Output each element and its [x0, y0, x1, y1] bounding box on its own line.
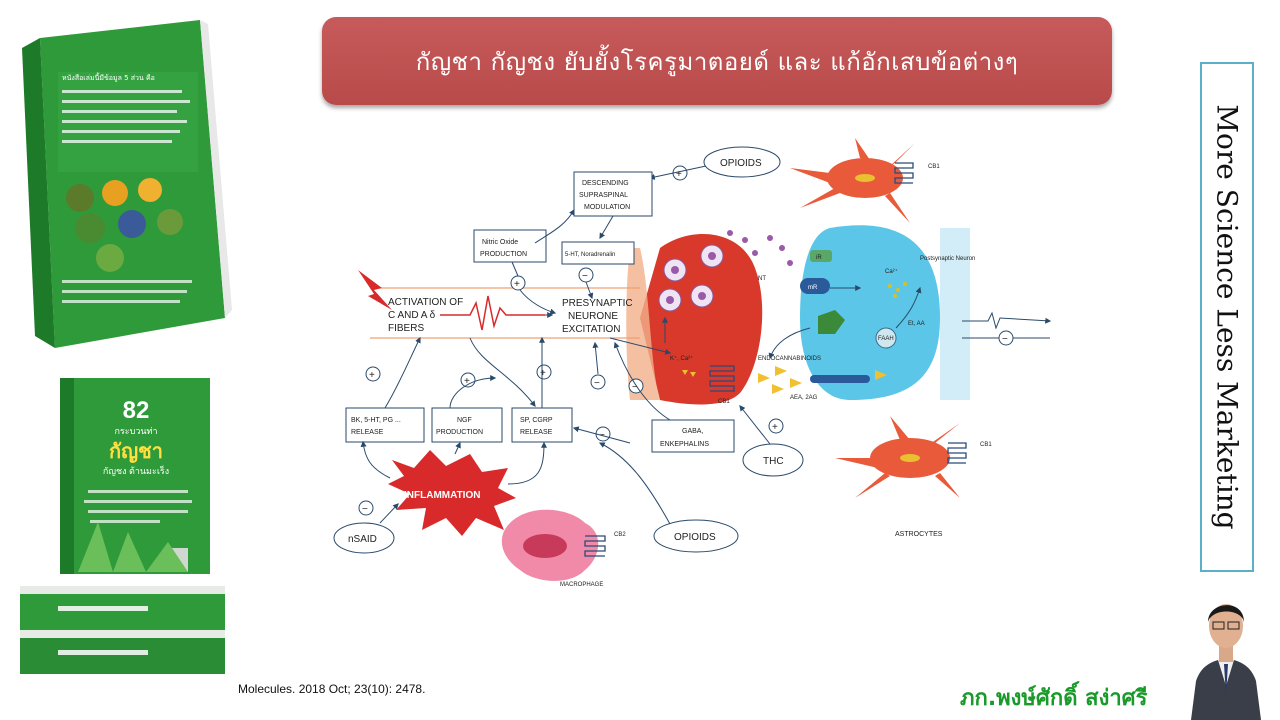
- ir-label: iR: [816, 255, 822, 261]
- presynaptic-line-3: EXCITATION: [562, 324, 621, 335]
- sp-line-1: SP, CGRP: [520, 417, 553, 424]
- activation-line-1: ACTIVATION OF: [388, 297, 463, 308]
- slogan-box: More Science Less Marketing: [1200, 62, 1254, 572]
- ngf-line-1: NGF: [457, 417, 472, 424]
- slogan-text: More Science Less Marketing: [1210, 104, 1244, 530]
- postsynaptic-neuron: [800, 225, 940, 400]
- book2-number: 82: [123, 397, 150, 424]
- macrophage-label: MACROPHAGE: [560, 582, 603, 588]
- gaba-line-2: ENKEPHALINS: [660, 441, 709, 448]
- presynaptic-line-2: NEURONE: [568, 311, 618, 322]
- k-ca-label: K⁺, Ca²⁺: [670, 355, 693, 362]
- nt-label: NT: [758, 276, 766, 282]
- faah-label: FAAH: [878, 336, 894, 342]
- plus-sign: +: [369, 370, 375, 381]
- cb1-mid-label: CB1: [718, 399, 730, 405]
- page-title: กัญชา กัญชง ยับยั้งโรครูมาตอยด์ และ แก้อ…: [415, 47, 1019, 76]
- minus-sign: −: [632, 382, 638, 393]
- descending-line-1: DESCENDING: [582, 180, 629, 187]
- postsynaptic-label: Postsynaptic Neuron: [920, 256, 975, 262]
- bk-line-1: BK, 5-HT, PG ...: [351, 417, 401, 424]
- nitric-oxide-line-2: PRODUCTION: [480, 251, 527, 258]
- plus-sign: +: [540, 368, 546, 379]
- cb1-receptor-right: [947, 442, 967, 464]
- lightning-icon: [358, 270, 392, 310]
- opioids-bottom-label: OPIOIDS: [674, 532, 716, 543]
- book2-subtitle: กระบวนท่า: [114, 426, 157, 436]
- activation-line-2: C AND A δ: [388, 310, 436, 321]
- action-potential-trace: [440, 295, 545, 331]
- et-aa-label: Et, AA: [908, 321, 925, 327]
- book-cover-2: 82 กระบวนท่า กัญชา กัญชง ต้านมะเร็ง: [20, 378, 225, 674]
- citation: Molecules. 2018 Oct; 23(10): 2478.: [238, 682, 426, 696]
- plus-sign: +: [676, 169, 682, 180]
- nsaid-label: nSAID: [348, 534, 377, 545]
- plus-sign: +: [514, 279, 520, 290]
- nitric-oxide-line-1: Nitric Oxide: [482, 239, 518, 246]
- cb1-top-label: CB1: [928, 164, 940, 170]
- minus-sign: −: [1002, 334, 1008, 345]
- author-name: ภก.พงษ์ศักดิ์ สง่าศรี: [960, 686, 1148, 711]
- cb2-label: CB2: [614, 532, 626, 538]
- title-banner: กัญชา กัญชง ยับยั้งโรครูมาตอยด์ และ แก้อ…: [322, 17, 1112, 105]
- astrocytes-label: ASTROCYTES: [895, 531, 943, 538]
- author-photo: [1191, 604, 1261, 720]
- presynaptic-line-1: PRESYNAPTIC: [562, 298, 633, 309]
- endocannabinoids-label: ENDOCANNABINOIDS: [758, 356, 821, 362]
- cb2-receptor: [584, 535, 606, 557]
- inflammation-burst: [388, 450, 516, 536]
- book2-tagline: กัญชง ต้านมะเร็ง: [103, 464, 169, 476]
- ngf-line-2: PRODUCTION: [436, 429, 483, 436]
- minus-sign: −: [594, 378, 600, 389]
- cb1-receptor-mid: [709, 365, 735, 392]
- sp-line-2: RELEASE: [520, 429, 553, 436]
- descending-line-3: MODULATION: [584, 204, 630, 211]
- bk-line-2: RELEASE: [351, 429, 384, 436]
- thc-label: THC: [763, 456, 784, 467]
- cb1-receptor-top: [894, 162, 914, 184]
- plus-sign: +: [772, 422, 778, 433]
- mr-label: mR: [808, 285, 818, 291]
- inflammation-label: INFLAMMATION: [404, 490, 480, 501]
- activation-line-3: FIBERS: [388, 323, 424, 334]
- cb1-right-label: CB1: [980, 442, 992, 448]
- ca-post-label: Ca²⁺: [885, 268, 898, 275]
- astrocyte-bottom: [835, 416, 960, 498]
- aea-label: AEA, 2AG: [790, 395, 818, 401]
- plus-sign: +: [464, 376, 470, 387]
- astrocyte-top: [790, 138, 915, 223]
- descending-line-2: SUPRASPINAL: [579, 192, 628, 199]
- book-cover-1: หนังสือเล่มนี้มีข้อมูล 5 ส่วน คือ: [22, 20, 232, 348]
- book2-title: กัญชา: [109, 441, 163, 463]
- opioids-top-label: OPIOIDS: [720, 158, 762, 169]
- ht-nor-label: 5-HT, Noradrenalin: [565, 252, 615, 258]
- minus-sign: −: [582, 271, 588, 282]
- book1-header: หนังสือเล่มนี้มีข้อมูล 5 ส่วน คือ: [62, 71, 155, 82]
- minus-sign: −: [362, 504, 368, 515]
- gaba-line-1: GABA,: [682, 428, 703, 435]
- pain-pathway-diagram: NT Postsynaptic Neuron iR mR Ca²⁺ FAAH E…: [333, 138, 1052, 588]
